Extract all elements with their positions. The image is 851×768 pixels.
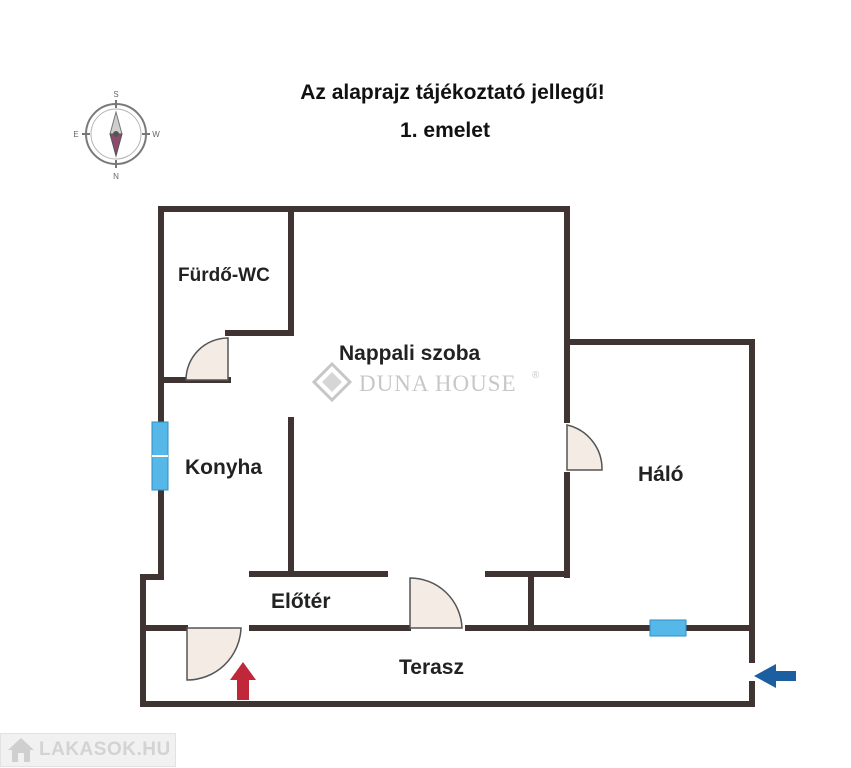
watermark-logo: DUNA HOUSE ® <box>311 361 552 406</box>
registered-mark: ® <box>532 370 540 381</box>
room-label-bathroom: Fürdő-WC <box>178 265 270 286</box>
compass-east-letter: W <box>152 130 160 139</box>
walls <box>140 206 755 707</box>
bathroom-door <box>185 337 229 381</box>
bedroom-door <box>566 424 603 471</box>
room-label-living: Nappali szoba <box>339 342 481 365</box>
windows <box>151 421 687 637</box>
compass-icon: S N E W <box>68 86 164 182</box>
side-entry-arrow-icon <box>754 664 796 688</box>
room-label-kitchen: Konyha <box>185 456 263 479</box>
footer-logo-text: LAKASOK.HU <box>39 739 171 760</box>
compass-south-letter: N <box>113 172 119 181</box>
room-label-terrace: Terasz <box>399 656 464 679</box>
doors <box>185 337 603 681</box>
hall-door <box>409 577 463 629</box>
page-title: Az alaprajz tájékoztató jellegű! <box>300 81 605 104</box>
house-icon <box>8 738 34 762</box>
room-label-bedroom: Háló <box>638 463 684 486</box>
entry-arrow-icon <box>230 662 256 700</box>
diamond-icon <box>311 361 353 403</box>
compass-west-letter: E <box>73 130 78 139</box>
terrace-window <box>649 619 687 637</box>
compass-north-letter: S <box>113 90 118 99</box>
watermark-text: DUNA HOUSE <box>359 371 517 396</box>
footer-logo[interactable]: LAKASOK.HU <box>0 733 176 767</box>
room-label-hall: Előtér <box>271 590 331 613</box>
floor-label: 1. emelet <box>400 119 490 142</box>
entry-door <box>186 627 242 681</box>
